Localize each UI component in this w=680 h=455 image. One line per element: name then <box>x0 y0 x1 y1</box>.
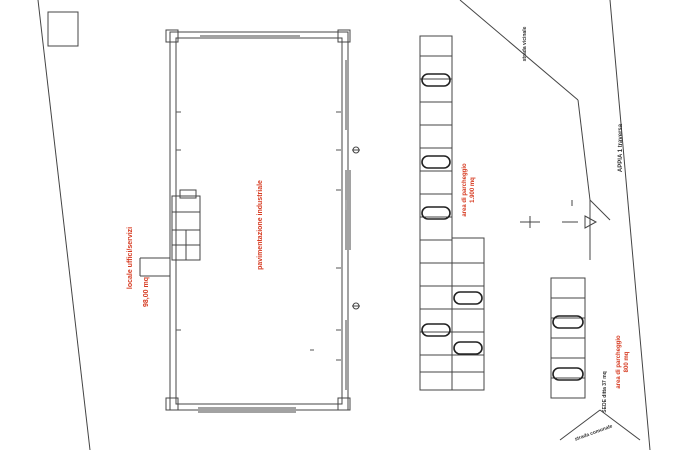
parking-area-1-label: area di parcheggio <box>462 163 468 217</box>
road-lines <box>459 0 651 451</box>
parking-lot-1 <box>419 35 485 391</box>
shed-outline <box>47 11 79 47</box>
parking-area-2-label: area di parcheggio <box>616 335 622 389</box>
office-area-value: 98,00 mq <box>143 277 150 307</box>
property-line-left <box>37 0 91 451</box>
bottom-road-label: strada comunale <box>574 423 614 442</box>
parking-area-1-value: 1.900 mq <box>470 177 476 203</box>
lamp-icons <box>352 146 360 310</box>
parking-lot-2 <box>550 277 586 399</box>
road-markers <box>520 200 598 229</box>
parked-cars <box>421 73 483 355</box>
top-road-label: strada vicinale <box>522 26 528 61</box>
warehouse-area-label: pavimentazione industriale <box>257 180 264 270</box>
parking-area-2-value: 800 mq <box>624 351 630 372</box>
office-block <box>139 189 201 277</box>
road-name-label: APPIA 1 traversa <box>618 123 624 172</box>
bottom-note-label: SEDE ditta 37 mq <box>602 371 608 412</box>
structural-columns <box>176 111 347 361</box>
parked-cars-lot-2 <box>552 315 584 381</box>
office-area-label: locale uffici/servizi <box>127 227 134 289</box>
